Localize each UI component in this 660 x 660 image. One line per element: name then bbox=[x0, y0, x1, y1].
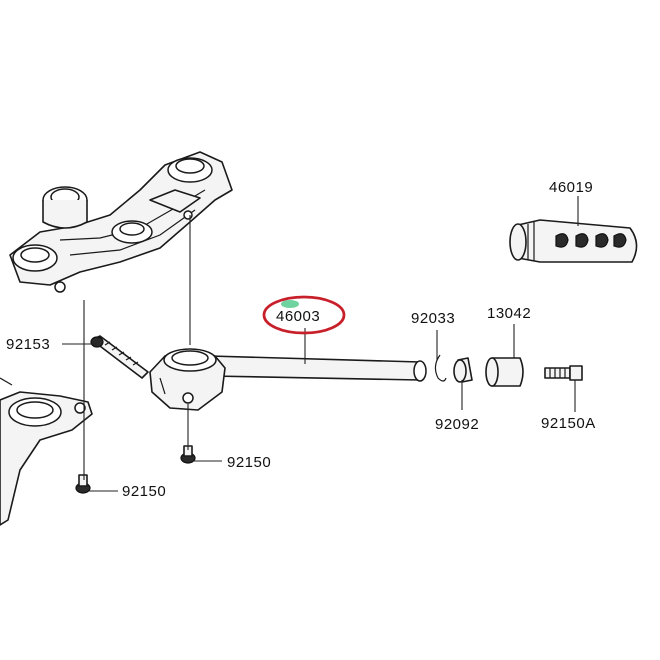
circlip-92033 bbox=[434, 354, 447, 382]
highlight-circle bbox=[262, 295, 346, 335]
bolt-92150-left bbox=[75, 474, 91, 494]
label-92033: 92033 bbox=[411, 310, 455, 327]
label-46019: 46019 bbox=[549, 179, 593, 196]
collar-92092 bbox=[453, 357, 473, 383]
bar-end-weight-13042 bbox=[485, 357, 524, 387]
label-13042: 13042 bbox=[487, 305, 531, 322]
label-92150-right: 92150 bbox=[227, 454, 271, 471]
upper-triple-clamp bbox=[9, 151, 233, 293]
lower-bracket-left bbox=[0, 377, 93, 526]
label-46003: 46003 bbox=[276, 308, 320, 325]
bolt-92150A bbox=[544, 365, 583, 381]
grip-46019 bbox=[509, 219, 638, 263]
handlebar-46003 bbox=[149, 348, 427, 411]
label-92153: 92153 bbox=[6, 336, 50, 353]
label-92150-left: 92150 bbox=[122, 483, 166, 500]
label-92092: 92092 bbox=[435, 416, 479, 433]
bolt-92150-right bbox=[180, 445, 196, 464]
leader-lines bbox=[62, 196, 579, 492]
bolt-92153 bbox=[90, 335, 149, 379]
label-92150A: 92150A bbox=[541, 415, 596, 432]
highlight-marker bbox=[281, 300, 299, 308]
